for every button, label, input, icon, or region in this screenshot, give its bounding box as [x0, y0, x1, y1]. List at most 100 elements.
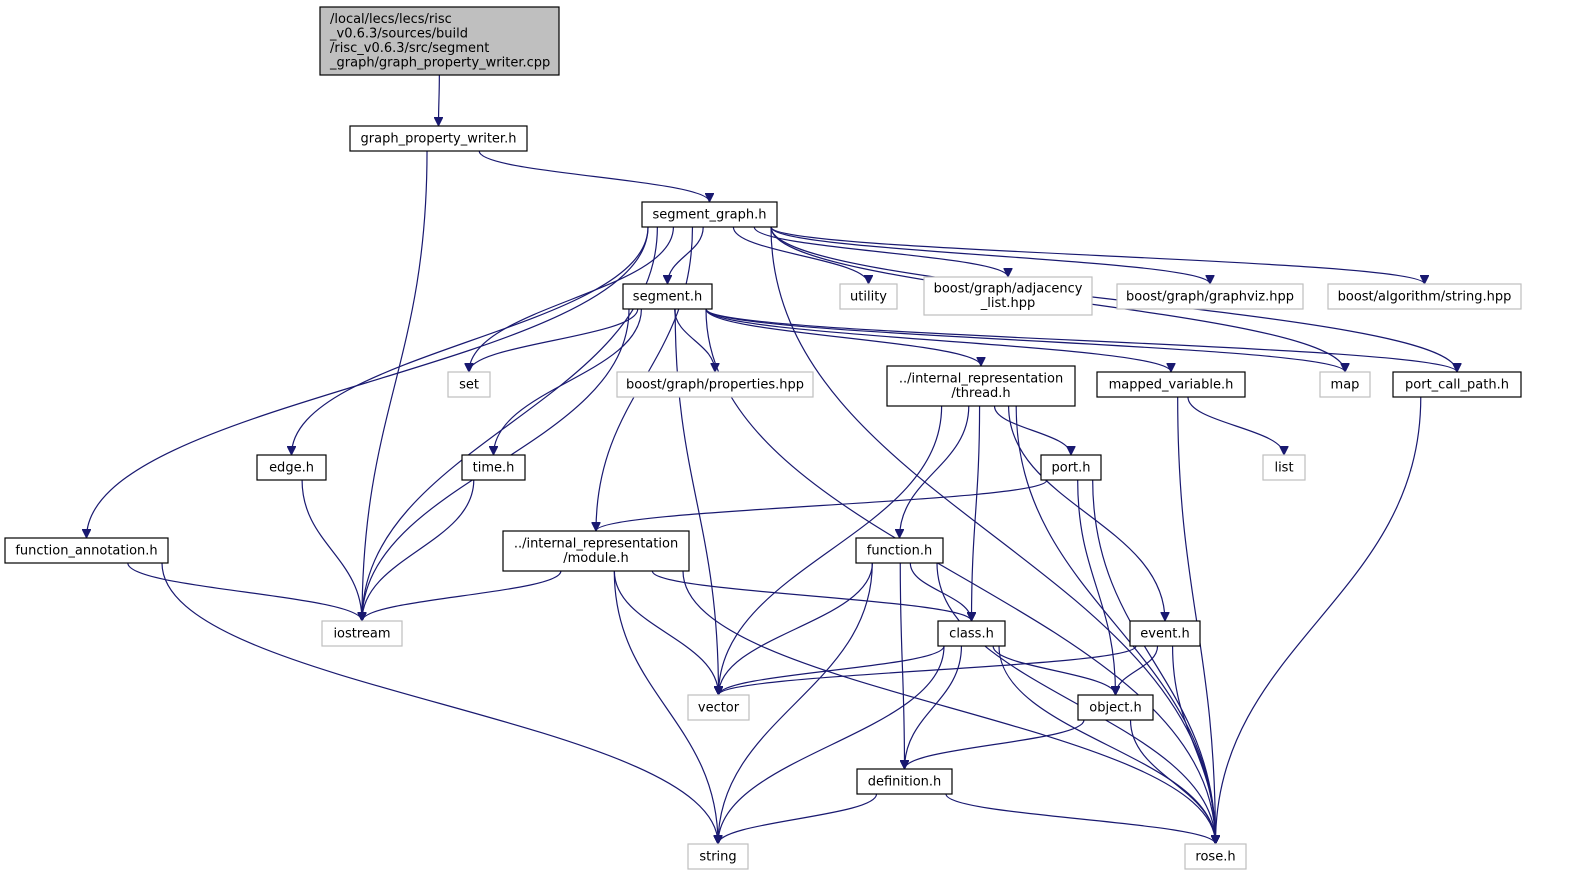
edge-thread-to-class: [972, 405, 981, 621]
edge-module-to-string: [613, 570, 718, 844]
node-seg[interactable]: segment.h: [622, 283, 713, 310]
node-label: object.h: [1089, 700, 1141, 715]
node-set: set: [447, 371, 491, 398]
edge-sg-to-seg: [668, 226, 704, 285]
node-label: function.h: [867, 543, 932, 558]
edge-defn-to-string: [718, 793, 878, 845]
node-label: /module.h: [563, 551, 628, 566]
edge-gpw-to-iostream: [362, 150, 428, 621]
node-label: boost/algorithm/string.hpp: [1338, 289, 1512, 304]
edge-module-to-iostream: [362, 570, 562, 622]
edge-seg-to-map: [705, 308, 1345, 373]
edge-sg-to-gviz: [770, 226, 1210, 285]
node-gpw[interactable]: graph_property_writer.h: [349, 125, 528, 152]
edge-sg-to-set: [469, 226, 675, 372]
edge-event-to-vector: [719, 645, 1137, 696]
node-label: segment_graph.h: [653, 207, 767, 222]
edge-pcp-to-rose: [1216, 396, 1422, 844]
node-class[interactable]: class.h: [937, 620, 1006, 647]
node-map: map: [1319, 371, 1371, 398]
edge-event-to-object: [1116, 645, 1159, 696]
node-props: boost/graph/properties.hpp: [616, 371, 814, 398]
node-label: iostream: [333, 626, 390, 641]
node-object[interactable]: object.h: [1077, 694, 1154, 721]
edge-seg-to-set: [469, 308, 639, 373]
edge-sg-to-adj: [753, 226, 1008, 278]
edge-root-to-gpw: [439, 74, 440, 126]
node-time[interactable]: time.h: [461, 454, 526, 481]
node-label: port_call_path.h: [1405, 377, 1509, 392]
edge-port-to-rose: [1092, 479, 1216, 844]
node-label: list: [1274, 460, 1293, 475]
edge-sg-to-edge: [292, 226, 649, 455]
node-fa[interactable]: function_annotation.h: [4, 537, 169, 564]
edge-port-to-object: [1077, 479, 1116, 695]
node-label: boost/graph/properties.hpp: [626, 377, 804, 392]
node-label: ../internal_representation: [514, 537, 678, 552]
node-root[interactable]: /local/lecs/lecs/risc_v0.6.3/sources/bui…: [319, 6, 560, 76]
node-label: boost/graph/graphviz.hpp: [1126, 289, 1294, 304]
edge-time-to-iostream: [362, 479, 475, 621]
node-label: rose.h: [1195, 849, 1235, 864]
node-label: /thread.h: [951, 386, 1010, 401]
edge-class-to-vector: [719, 645, 945, 696]
edge-sg-to-fa: [87, 226, 649, 538]
edge-seg-to-pcp: [705, 308, 1457, 373]
node-string: string: [687, 843, 749, 870]
edge-layer: [87, 74, 1458, 845]
edge-event-to-rose: [1171, 645, 1216, 844]
edge-seg-to-vector: [674, 308, 718, 695]
node-label: port.h: [1051, 460, 1090, 475]
edge-module-to-class: [651, 570, 971, 622]
node-defn[interactable]: definition.h: [856, 768, 953, 795]
node-thread[interactable]: ../internal_representation/thread.h: [886, 365, 1076, 407]
node-mapvar[interactable]: mapped_variable.h: [1096, 371, 1246, 398]
node-edge[interactable]: edge.h: [256, 454, 327, 481]
node-label: graph_property_writer.h: [361, 131, 517, 146]
edge-module-to-rose: [682, 570, 1216, 844]
edge-func-to-vector: [719, 562, 873, 695]
node-port[interactable]: port.h: [1040, 454, 1102, 481]
edge-mapvar-to-list: [1187, 396, 1284, 456]
edge-gpw-to-sg: [478, 150, 709, 203]
edge-thread-to-func: [900, 405, 970, 538]
edge-thread-to-port: [993, 405, 1072, 456]
edge-func-to-string: [718, 562, 873, 844]
node-adj: boost/graph/adjacency_list.hpp: [923, 276, 1093, 316]
node-label: /local/lecs/lecs/risc: [330, 12, 452, 27]
node-label: set: [459, 377, 479, 392]
node-label: mapped_variable.h: [1109, 377, 1234, 392]
edge-object-to-defn: [905, 719, 1085, 770]
edge-class-to-defn: [905, 645, 963, 769]
node-pcp[interactable]: port_call_path.h: [1392, 371, 1522, 398]
node-label: _graph/graph_property_writer.cpp: [329, 56, 550, 71]
edge-sg-to-utility: [732, 226, 868, 285]
node-layer: /local/lecs/lecs/risc_v0.6.3/sources/bui…: [4, 6, 1522, 870]
edge-sg-to-algstr: [770, 226, 1425, 285]
node-label: map: [1331, 377, 1360, 392]
edge-fa-to-iostream: [127, 562, 362, 622]
edge-seg-to-mapvar: [705, 308, 1171, 373]
edge-fa-to-string: [161, 562, 718, 844]
edge-sg-to-rose: [770, 226, 1216, 844]
node-label: vector: [698, 700, 740, 715]
node-event[interactable]: event.h: [1129, 620, 1201, 647]
node-label: segment.h: [633, 289, 702, 304]
edge-seg-to-time: [494, 308, 642, 455]
node-sg[interactable]: segment_graph.h: [641, 201, 778, 228]
edge-thread-to-rose: [1015, 405, 1215, 844]
edge-port-to-module: [596, 479, 1048, 532]
node-label: edge.h: [269, 460, 314, 475]
node-module[interactable]: ../internal_representation/module.h: [502, 530, 690, 572]
edge-func-to-class: [909, 562, 971, 622]
edge-module-to-vector: [613, 570, 718, 695]
node-label: time.h: [473, 460, 515, 475]
edge-seg-to-rose: [705, 308, 1216, 844]
node-utility: utility: [839, 283, 898, 310]
node-label: string: [699, 849, 736, 864]
node-label: /risc_v0.6.3/src/segment: [330, 41, 489, 56]
node-label: boost/graph/adjacency: [934, 282, 1083, 297]
node-func[interactable]: function.h: [855, 537, 944, 564]
node-list: list: [1262, 454, 1306, 481]
